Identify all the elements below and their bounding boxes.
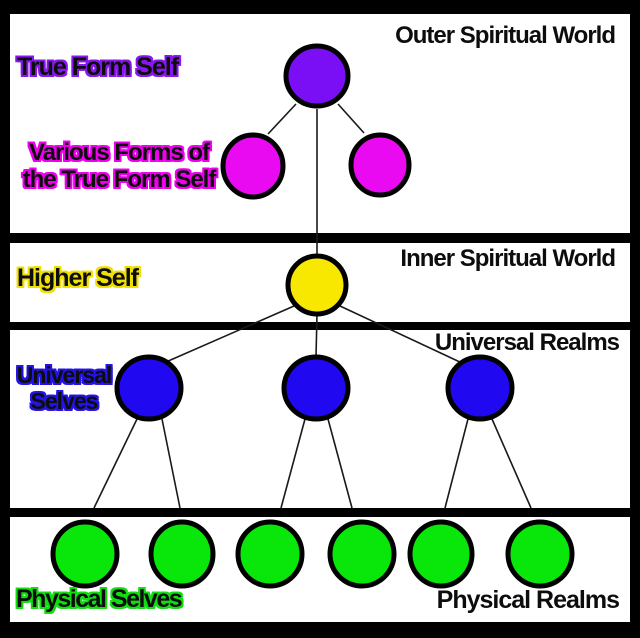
node-physical-self-4 xyxy=(327,519,397,589)
node-physical-self-1 xyxy=(50,519,120,589)
connector-line xyxy=(491,418,532,509)
section-title-inner-spiritual-world: Inner Spiritual World xyxy=(400,245,616,272)
node-universal-self-2 xyxy=(281,354,351,422)
node-true-form-self xyxy=(283,43,351,109)
connector-lines xyxy=(93,103,532,509)
connector-line xyxy=(444,418,469,509)
section-divider xyxy=(10,233,630,243)
node-physical-self-6 xyxy=(505,519,575,589)
connector-line xyxy=(337,103,365,134)
connector-line xyxy=(315,313,318,358)
label-true-form-self: True Form Self xyxy=(17,53,179,81)
section-title-universal-realms: Universal Realms xyxy=(434,329,620,356)
node-higher-self xyxy=(285,253,349,317)
section-title-physical-realms: Physical Realms xyxy=(436,586,620,614)
label-universal-selves: Universal Selves xyxy=(8,362,120,414)
label-universal-selves-line2: Selves xyxy=(30,388,99,414)
node-universal-self-1 xyxy=(114,354,184,422)
node-physical-self-2 xyxy=(148,519,216,589)
connector-line xyxy=(339,305,463,364)
label-physical-selves: Physical Selves xyxy=(16,585,183,613)
connector-line xyxy=(161,418,181,509)
connector-line xyxy=(267,103,297,135)
label-various-forms-line2: the True Form Self xyxy=(22,166,217,193)
section-divider xyxy=(10,322,630,330)
node-various-form-1 xyxy=(220,132,286,200)
label-universal-selves-line1: Universal xyxy=(16,362,113,388)
connector-line xyxy=(165,305,295,363)
node-physical-self-5 xyxy=(407,519,475,589)
node-physical-self-3 xyxy=(235,519,305,589)
section-divider xyxy=(10,508,630,517)
connector-line xyxy=(327,418,353,509)
connector-line xyxy=(93,418,138,509)
connector-line xyxy=(280,418,306,509)
label-various-forms-line1: Various Forms of xyxy=(28,139,210,166)
label-various-forms: Various Forms of the True Form Self xyxy=(6,139,232,193)
node-various-form-2 xyxy=(348,132,412,198)
panel-background xyxy=(10,14,630,622)
node-universal-self-3 xyxy=(445,354,515,422)
nodes xyxy=(50,43,575,589)
label-higher-self: Higher Self xyxy=(17,264,139,292)
section-title-outer-spiritual-world: Outer Spiritual World xyxy=(395,22,616,49)
